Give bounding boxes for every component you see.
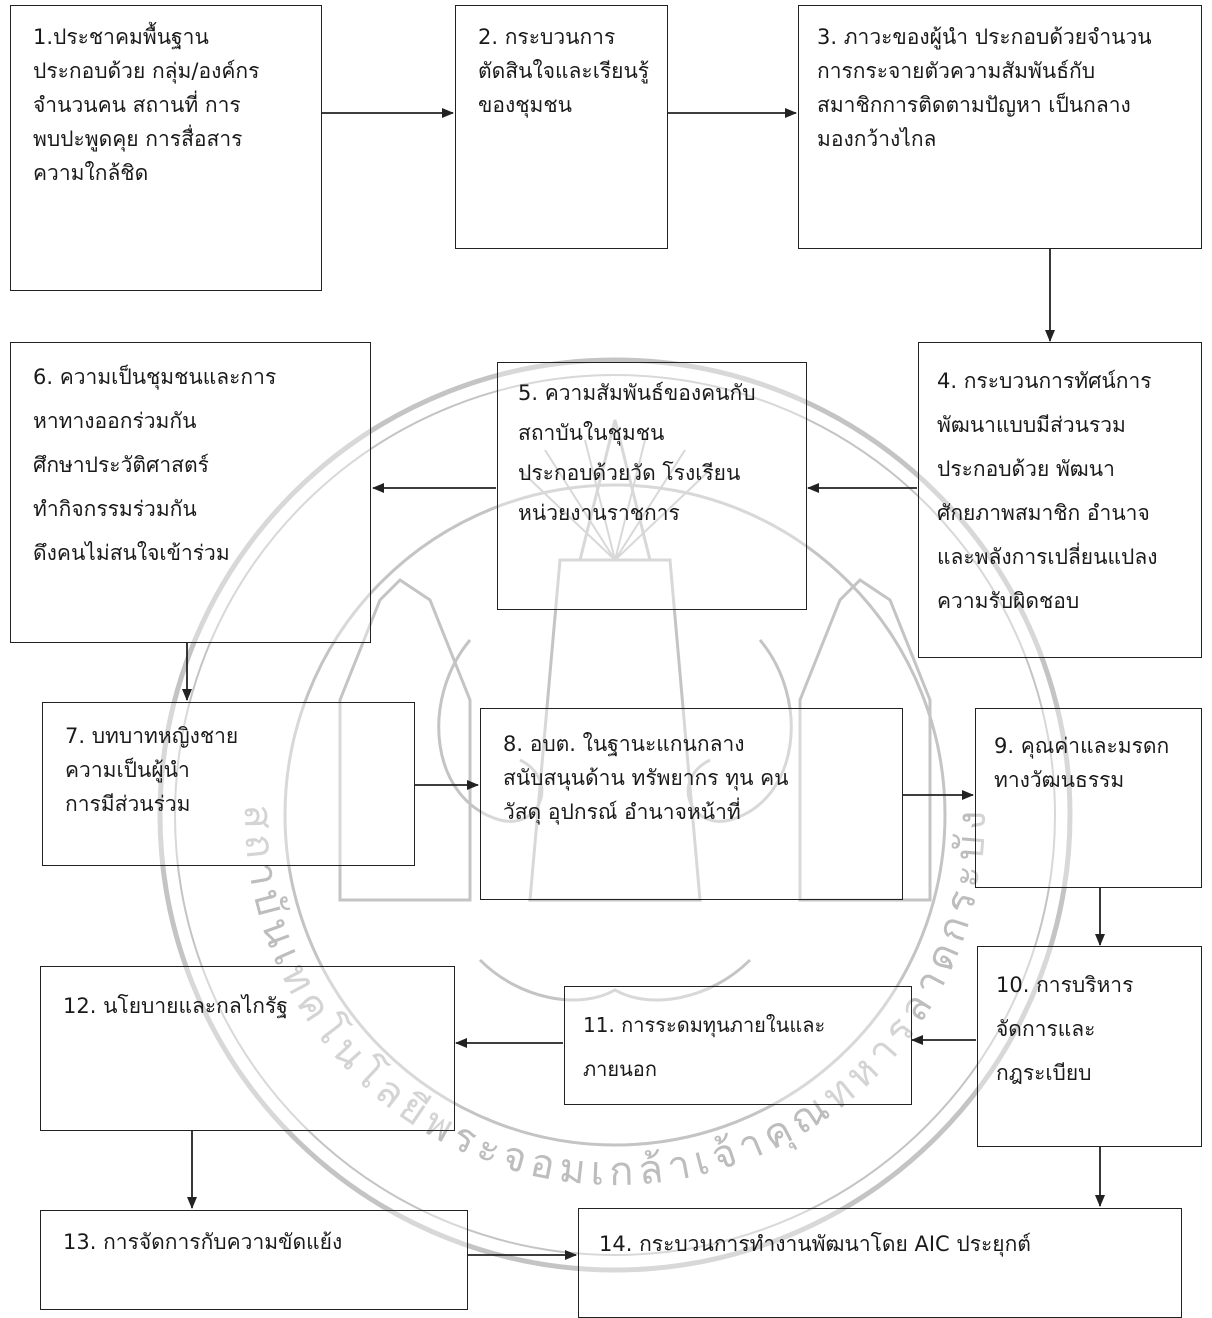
box-7-text: 7. บทบาทหญิงชาย ความเป็นผู้นำ การมีส่วนร… xyxy=(65,724,239,816)
box-13-text: 13. การจัดการกับความขัดแย้ง xyxy=(63,1230,343,1254)
box-6: 6. ความเป็นชุมชนและการ หาทางออกร่วมกัน ศ… xyxy=(10,342,371,643)
box-8: 8. อบต. ในฐานะแกนกลาง สนับสนุนด้าน ทรัพย… xyxy=(480,708,903,900)
box-1-text: 1.ประชาคมพื้นฐาน ประกอบด้วย กลุ่ม/องค์กร… xyxy=(33,25,260,185)
box-10-text: 10. การบริหาร จัดการและ กฎระเบียบ xyxy=(996,973,1134,1085)
box-7: 7. บทบาทหญิงชาย ความเป็นผู้นำ การมีส่วนร… xyxy=(42,702,415,866)
box-10: 10. การบริหาร จัดการและ กฎระเบียบ xyxy=(977,946,1202,1147)
box-11-text: 11. การระดมทุนภายในและ ภายนอก xyxy=(583,1013,826,1081)
box-3: 3. ภาวะของผู้นำ ประกอบด้วยจำนวน การกระจา… xyxy=(798,5,1202,249)
box-6-text: 6. ความเป็นชุมชนและการ หาทางออกร่วมกัน ศ… xyxy=(33,365,277,565)
box-5: 5. ความสัมพันธ์ของคนกับ สถาบันในชุมชน ปร… xyxy=(497,362,807,610)
box-12: 12. นโยบายและกลไกรัฐ xyxy=(40,966,455,1131)
box-11: 11. การระดมทุนภายในและ ภายนอก xyxy=(564,986,912,1105)
box-1: 1.ประชาคมพื้นฐาน ประกอบด้วย กลุ่ม/องค์กร… xyxy=(10,5,322,291)
box-8-text: 8. อบต. ในฐานะแกนกลาง สนับสนุนด้าน ทรัพย… xyxy=(503,732,789,824)
box-2-text: 2. กระบวนการ ตัดสินใจและเรียนรู้ ของชุมช… xyxy=(478,25,650,117)
box-3-text: 3. ภาวะของผู้นำ ประกอบด้วยจำนวน การกระจา… xyxy=(817,25,1152,151)
box-9: 9. คุณค่าและมรดก ทางวัฒนธรรม xyxy=(975,708,1202,888)
box-5-text: 5. ความสัมพันธ์ของคนกับ สถาบันในชุมชน ปร… xyxy=(518,381,756,525)
box-2: 2. กระบวนการ ตัดสินใจและเรียนรู้ ของชุมช… xyxy=(455,5,668,249)
box-13: 13. การจัดการกับความขัดแย้ง xyxy=(40,1210,468,1310)
box-14-text: 14. กระบวนการทำงานพัฒนาโดย AIC ประยุกต์ xyxy=(599,1232,1031,1256)
box-9-text: 9. คุณค่าและมรดก ทางวัฒนธรรม xyxy=(994,734,1170,792)
box-4-text: 4. กระบวนการทัศน์การ พัฒนาแบบมีส่วนรวม ป… xyxy=(937,369,1158,613)
box-14: 14. กระบวนการทำงานพัฒนาโดย AIC ประยุกต์ xyxy=(578,1208,1182,1318)
box-12-text: 12. นโยบายและกลไกรัฐ xyxy=(63,994,288,1018)
box-4: 4. กระบวนการทัศน์การ พัฒนาแบบมีส่วนรวม ป… xyxy=(918,342,1202,658)
